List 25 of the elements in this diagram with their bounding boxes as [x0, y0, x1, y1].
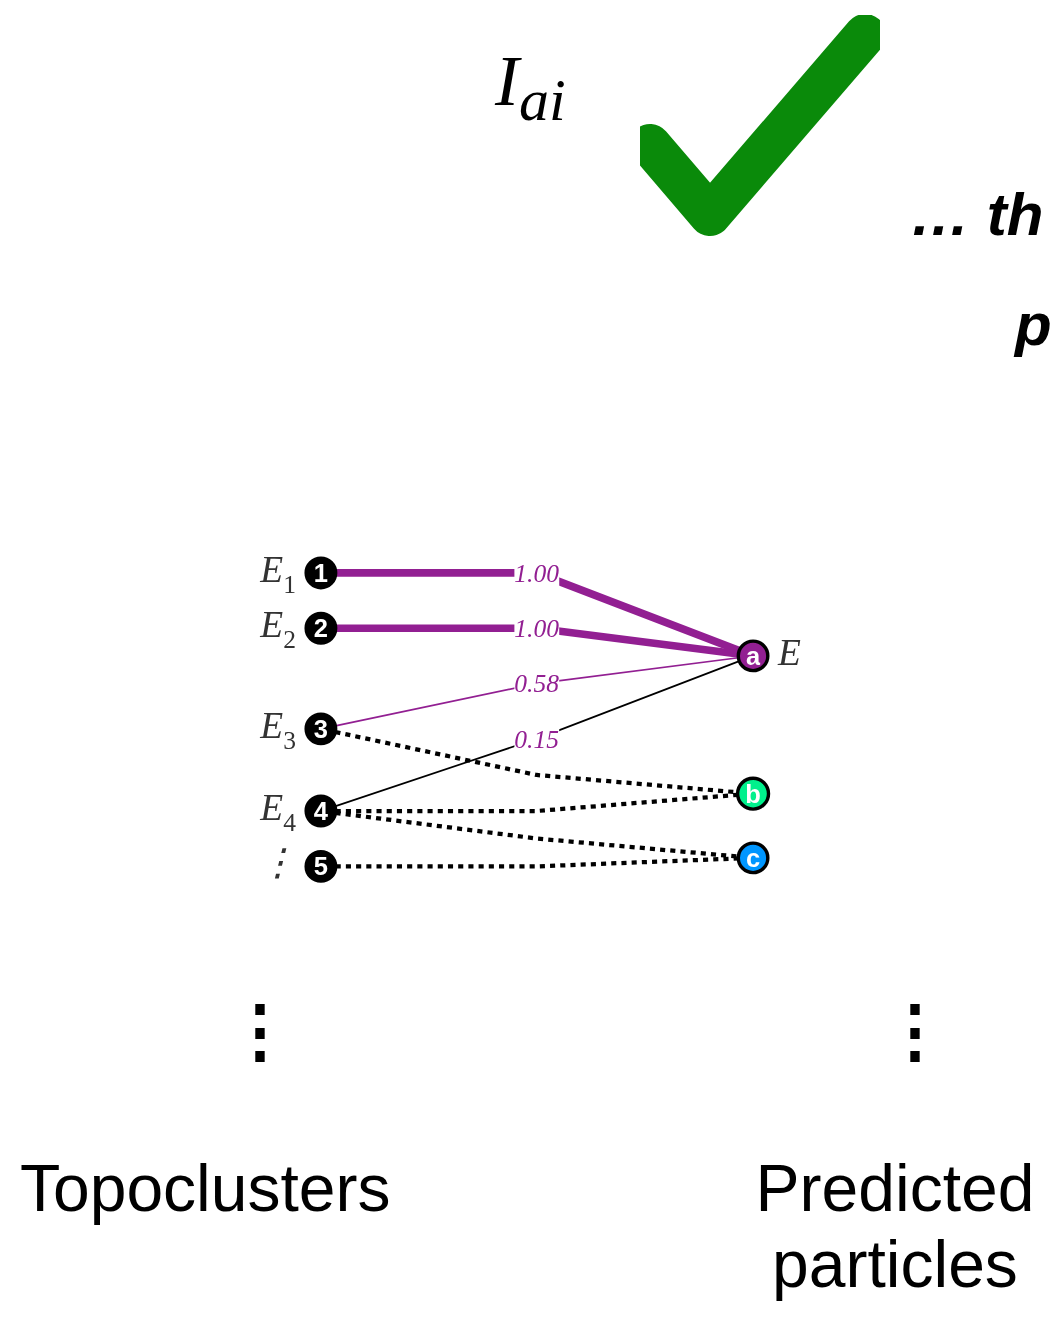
- node-circle: 5: [304, 850, 338, 884]
- node-circle: b: [736, 776, 771, 812]
- vertical-ellipsis: ⋮: [880, 991, 950, 1072]
- intensity-symbol: I$_{ai}$: [495, 40, 566, 136]
- cropped-text: … th: [910, 180, 1044, 249]
- edge-label: 1.00: [514, 614, 560, 643]
- energy-symbol: E$_{2}$: [260, 604, 297, 655]
- node-circle: 2: [304, 612, 338, 646]
- node-circle: a: [736, 639, 770, 673]
- edge-label: 0.58: [514, 669, 560, 698]
- node-circle: 4: [304, 794, 338, 828]
- energy-symbol: ⋮: [259, 842, 297, 884]
- vertical-ellipsis: ⋮: [225, 991, 295, 1072]
- column-label: Topoclusters: [20, 1150, 391, 1226]
- energy-symbol: E$_{1}$: [260, 548, 297, 600]
- energy-symbol: E$_{3}$: [260, 704, 297, 756]
- edge-label: 1.00: [514, 559, 560, 588]
- energy-symbol: E: [778, 631, 802, 673]
- node-circle: 3: [304, 712, 338, 746]
- edge-label: 0.15: [514, 725, 560, 754]
- energy-symbol: E$_{4}$: [260, 786, 297, 838]
- node-circle: 1: [304, 556, 338, 590]
- column-label: Predicted particles: [754, 1150, 1036, 1302]
- cropped-text: p: [1015, 290, 1052, 359]
- node-circle: c: [736, 841, 770, 875]
